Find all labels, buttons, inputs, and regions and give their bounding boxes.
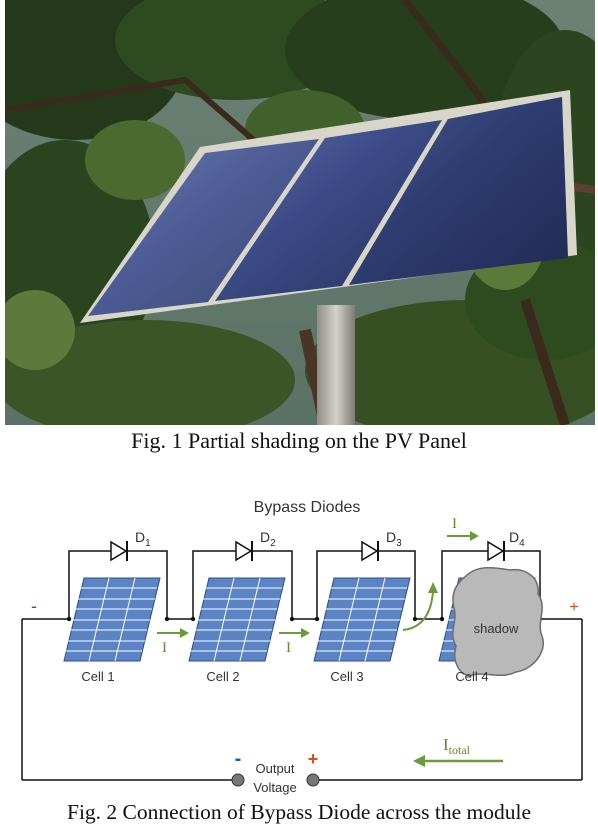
output-terminal-negative[interactable]: [231, 773, 245, 787]
cell-3: [313, 577, 411, 662]
circuit-wiring: [21, 550, 583, 781]
shadow-blob: [452, 567, 545, 677]
cell-2-label: Cell 2: [206, 669, 239, 684]
current-arrow-bypass: [402, 582, 438, 631]
diode-1-label: D1: [135, 529, 151, 549]
output-voltage-label-line1: Output: [255, 761, 294, 776]
current-arrow-2: [279, 628, 310, 638]
shadow-label: shadow: [474, 621, 519, 636]
total-current-arrow: [413, 755, 503, 767]
pv-panel-photo: [5, 0, 595, 425]
diode-2: [235, 540, 253, 562]
diode-1: [110, 540, 128, 562]
diode-3: [361, 540, 379, 562]
output-negative-sign: -: [235, 748, 242, 770]
diode-3-label: D3: [386, 529, 402, 549]
figure-2-caption: Fig. 2 Connection of Bypass Diode across…: [67, 800, 531, 824]
output-positive-sign: +: [308, 749, 319, 769]
cell-3-label: Cell 3: [330, 669, 363, 684]
positive-terminal-mark: +: [569, 599, 578, 616]
current-label-1: I: [162, 640, 167, 656]
negative-terminal-mark: -: [31, 596, 37, 616]
current-label-2: I: [286, 640, 291, 656]
diode-4-label: D4: [509, 529, 525, 549]
cell-1: [63, 577, 161, 662]
output-terminal-positive[interactable]: [306, 773, 320, 787]
cell-2: [188, 577, 286, 662]
cell-4-label: Cell 4: [455, 669, 488, 684]
diode-2-label: D2: [260, 529, 276, 549]
bypass-diodes-title: Bypass Diodes: [254, 499, 361, 516]
cell-1-label: Cell 1: [81, 669, 114, 684]
bypass-diode-diagram: Bypass Diodes D1 D2: [21, 499, 583, 795]
current-label-diode: I: [452, 516, 457, 532]
mounting-pole: [317, 305, 355, 425]
total-current-label: Itotal: [443, 735, 471, 757]
current-arrow-1: [157, 628, 189, 638]
output-voltage-label-line2: Voltage: [253, 780, 296, 795]
figure-1-caption: Fig. 1 Partial shading on the PV Panel: [131, 428, 467, 453]
solar-panel: [80, 90, 577, 323]
current-arrow-diode: [447, 531, 479, 541]
diode-4: [487, 540, 505, 562]
